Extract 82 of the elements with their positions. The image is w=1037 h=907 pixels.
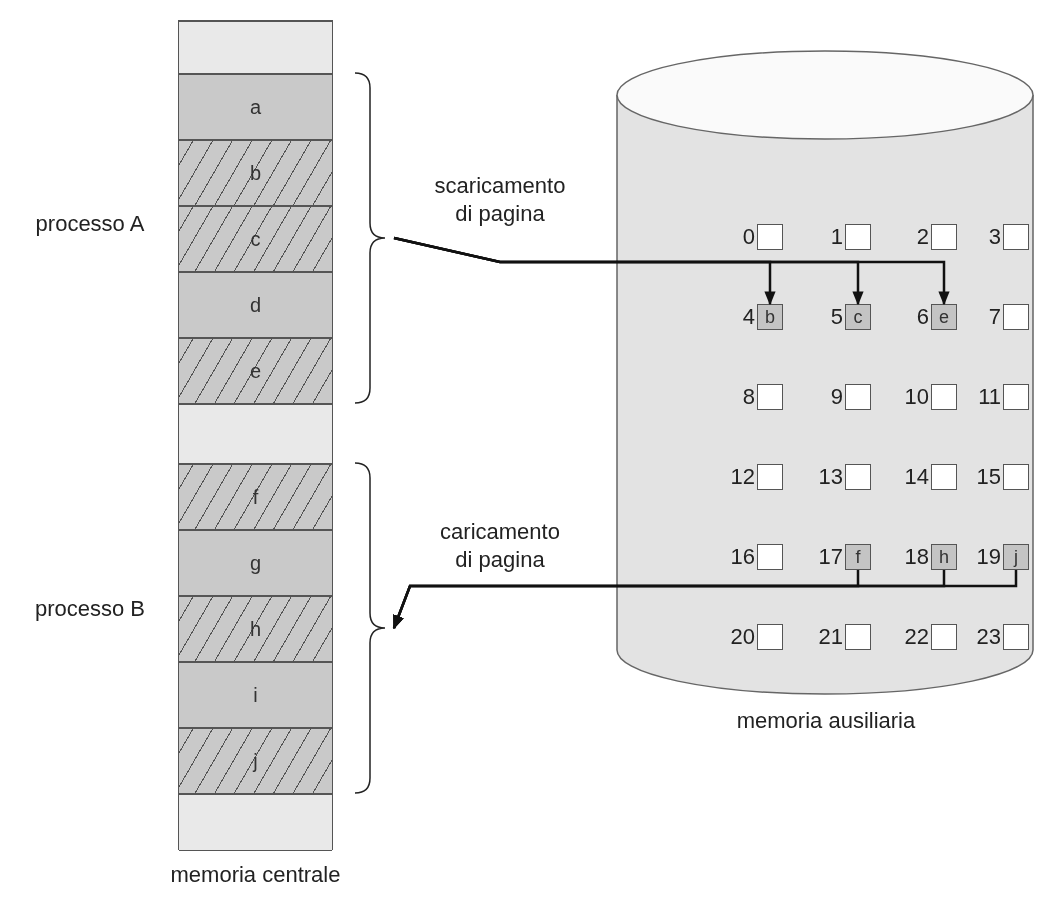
page-letter: b [248,162,263,185]
process-label: processo B [33,595,147,623]
disk-page [1003,544,1029,570]
page-letter: a [248,96,263,119]
page-letter: c [249,228,262,251]
slot-number: 19 [975,544,1001,570]
empty-disk-slot [845,224,871,250]
process-label: processo A [34,210,146,238]
slot-number: 21 [817,624,843,650]
page-letter: c [852,306,864,329]
page-letter: g [248,552,263,575]
empty-disk-slot [757,624,783,650]
slot-number: 23 [975,624,1001,650]
empty-disk-slot [1003,224,1029,250]
empty-disk-slot [931,224,957,250]
page-letter: j [1012,546,1019,569]
empty-disk-slot [931,464,957,490]
empty-disk-slot [845,384,871,410]
disk-label: memoria ausiliaria [735,708,917,734]
slot-number: 16 [729,544,755,570]
empty-disk-slot [931,624,957,650]
arrow [393,236,950,306]
page-letter: f [854,546,862,569]
disk-page [931,304,957,330]
slot-number: 2 [915,224,929,250]
slot-number: 13 [817,464,843,490]
slot-number: 12 [729,464,755,490]
slot-number: 6 [915,304,929,330]
memory-page [179,728,332,794]
memory-label: memoria centrale [169,862,342,888]
slot-number: 18 [903,544,929,570]
memory-page [179,530,332,596]
empty-disk-slot [1003,384,1029,410]
slot-number: 3 [987,224,1001,250]
page-letter: f [251,486,260,509]
empty-disk-slot [1003,624,1029,650]
empty-disk-slot [757,384,783,410]
slot-number: 1 [829,224,843,250]
slot-number: 7 [987,304,1001,330]
memory-page [179,272,332,338]
slot-number: 17 [817,544,843,570]
disk-page [757,304,783,330]
memory-page [179,74,332,140]
empty-disk-slot [931,384,957,410]
empty-disk-slot [1003,464,1029,490]
slot-number: 9 [829,384,843,410]
slot-number: 10 [903,384,929,410]
page-letter: h [938,546,950,569]
slot-number: 14 [903,464,929,490]
empty-disk-slot [757,544,783,570]
memory-page [179,662,332,728]
slot-number: 15 [975,464,1001,490]
slot-number: 22 [903,624,929,650]
memory-page [179,596,332,662]
empty-disk-slot [1003,304,1029,330]
memory-page [179,140,332,206]
empty-memory-slot [179,794,332,851]
slot-number: 20 [729,624,755,650]
disk-page [931,544,957,570]
disk-page [845,304,871,330]
empty-disk-slot [757,464,783,490]
page-letter: i [252,684,259,707]
page-letter: b [764,306,776,329]
page-letter: h [248,618,263,641]
slot-number: 5 [829,304,843,330]
empty-memory-slot [179,404,332,464]
slot-number: 8 [741,384,755,410]
slot-number: 4 [741,304,755,330]
page-letter: j [251,750,259,773]
memory-page [179,338,332,404]
empty-disk-slot [757,224,783,250]
empty-disk-slot [845,464,871,490]
disk-page [845,544,871,570]
memory-page [179,464,332,530]
slot-number: 0 [741,224,755,250]
memory-page [179,206,332,272]
page-letter: e [938,306,950,329]
page-letter: d [248,294,263,317]
empty-memory-slot [179,21,332,74]
empty-disk-slot [845,624,871,650]
slot-number: 11 [977,384,1001,410]
page-letter: e [248,360,263,383]
